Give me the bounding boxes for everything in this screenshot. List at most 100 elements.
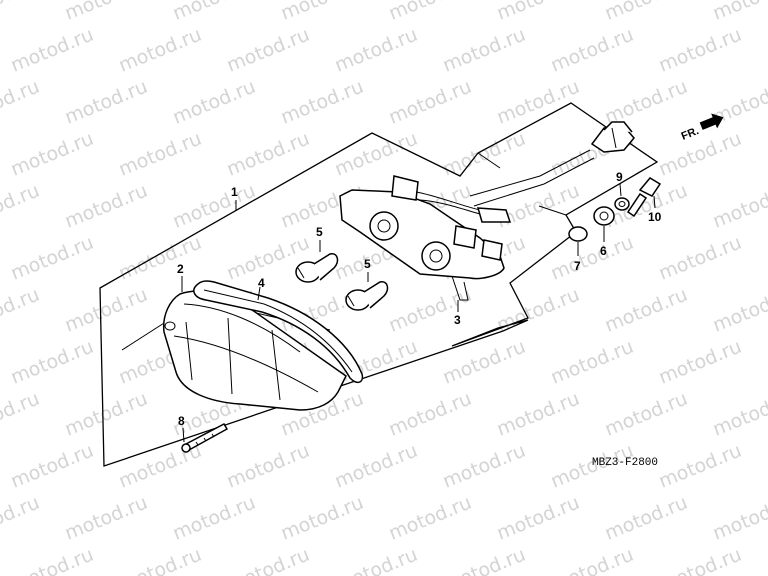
watermark-text: motod.ru bbox=[116, 24, 205, 77]
watermark-text: motod.ru bbox=[764, 232, 768, 285]
leader-8 bbox=[182, 427, 185, 443]
part-washer-9 bbox=[614, 183, 630, 211]
watermark-text: motod.ru bbox=[656, 232, 745, 285]
watermark-text: motod.ru bbox=[8, 544, 97, 576]
watermark-text: motod.ru bbox=[548, 544, 637, 576]
watermark-text: motod.ru bbox=[386, 76, 475, 129]
watermark-text: motod.ru bbox=[8, 24, 97, 77]
watermark-text: motod.ru bbox=[332, 24, 421, 77]
watermark-text: motod.ru bbox=[494, 0, 583, 25]
watermark-text: motod.ru bbox=[386, 388, 475, 441]
watermark-text: motod.ru bbox=[602, 388, 691, 441]
watermark-text: motod.ru bbox=[764, 544, 768, 576]
callout-4: 4 bbox=[258, 276, 265, 290]
part-bulb-upper bbox=[295, 240, 339, 283]
watermark-text: motod.ru bbox=[8, 128, 97, 181]
part-gasket bbox=[193, 280, 364, 384]
part-bolt-10 bbox=[626, 177, 662, 218]
watermark-text: motod.ru bbox=[710, 0, 768, 25]
callout-3: 3 bbox=[454, 313, 461, 327]
watermark-text: motod.ru bbox=[440, 24, 529, 77]
watermark-text: motod.ru bbox=[656, 336, 745, 389]
watermark-text: motod.ru bbox=[332, 544, 421, 576]
watermark-text: motod.ru bbox=[0, 388, 43, 441]
assembly-frame bbox=[99, 102, 659, 467]
watermark-text: motod.ru bbox=[656, 440, 745, 493]
leader-9 bbox=[619, 183, 622, 197]
watermark-text: motod.ru bbox=[440, 544, 529, 576]
front-marker-label: FR. bbox=[680, 125, 701, 143]
callout-2: 2 bbox=[177, 262, 184, 276]
watermark-text: motod.ru bbox=[62, 492, 151, 545]
watermark-text: motod.ru bbox=[116, 128, 205, 181]
callout-5-lower: 5 bbox=[364, 257, 371, 271]
watermark-text: motod.ru bbox=[116, 232, 205, 285]
watermark-text: motod.ru bbox=[548, 232, 637, 285]
watermark-text: motod.ru bbox=[62, 76, 151, 129]
watermark-text: motod.ru bbox=[710, 180, 768, 233]
callout-10: 10 bbox=[648, 210, 662, 224]
callout-5-upper: 5 bbox=[316, 225, 323, 239]
part-grommet-6 bbox=[593, 206, 615, 242]
watermark-text: motod.ru bbox=[62, 284, 151, 337]
watermark-text: motod.ru bbox=[602, 76, 691, 129]
watermark-text: motod.ru bbox=[602, 0, 691, 25]
watermark-text: motod.ru bbox=[8, 336, 97, 389]
part-washer-7 bbox=[568, 226, 588, 256]
watermark-text: motod.ru bbox=[0, 180, 43, 233]
watermark-text: motod.ru bbox=[494, 492, 583, 545]
callout-9: 9 bbox=[616, 170, 623, 184]
reference-line-grommet bbox=[538, 205, 567, 216]
watermark-text: motod.ru bbox=[764, 440, 768, 493]
watermark-text: motod.ru bbox=[116, 544, 205, 576]
watermark-text: motod.ru bbox=[548, 24, 637, 77]
watermark-text: motod.ru bbox=[656, 544, 745, 576]
watermark-text: motod.ru bbox=[764, 336, 768, 389]
watermark-text: motod.ru bbox=[62, 0, 151, 25]
watermark-text: motod.ru bbox=[62, 180, 151, 233]
watermark-text: motod.ru bbox=[170, 180, 259, 233]
watermark-text: motod.ru bbox=[8, 440, 97, 493]
watermark-text: motod.ru bbox=[170, 492, 259, 545]
watermark-text: motod.ru bbox=[278, 0, 367, 25]
part-bulb-lower bbox=[345, 272, 389, 311]
leader-10 bbox=[653, 195, 656, 209]
watermark-text: motod.ru bbox=[278, 76, 367, 129]
watermark-text: motod.ru bbox=[764, 128, 768, 181]
watermark-text: motod.ru bbox=[0, 0, 43, 25]
watermark-text: motod.ru bbox=[8, 232, 97, 285]
callout-8: 8 bbox=[178, 414, 185, 428]
front-arrow-icon bbox=[699, 113, 724, 130]
watermark-text: motod.ru bbox=[494, 388, 583, 441]
diagram-code: MBZ3-F2800 bbox=[592, 457, 658, 469]
callout-1: 1 bbox=[231, 185, 238, 199]
watermark-text: motod.ru bbox=[710, 284, 768, 337]
watermark-text: motod.ru bbox=[548, 336, 637, 389]
watermark-text: motod.ru bbox=[278, 492, 367, 545]
watermark-text: motod.ru bbox=[710, 492, 768, 545]
part-socket-housing bbox=[339, 121, 635, 312]
watermark-text: motod.ru bbox=[440, 440, 529, 493]
watermark-text: motod.ru bbox=[0, 76, 43, 129]
reference-line-upper bbox=[477, 152, 501, 169]
watermark-text: motod.ru bbox=[224, 128, 313, 181]
part-screw bbox=[181, 423, 229, 453]
watermark-text: motod.ru bbox=[386, 492, 475, 545]
watermark-text: motod.ru bbox=[170, 0, 259, 25]
watermark-text: motod.ru bbox=[656, 24, 745, 77]
watermark-text: motod.ru bbox=[224, 24, 313, 77]
watermark-text: motod.ru bbox=[0, 284, 43, 337]
callout-7: 7 bbox=[574, 259, 581, 273]
watermark-text: motod.ru bbox=[224, 440, 313, 493]
watermark-text: motod.ru bbox=[764, 24, 768, 77]
watermark-text: motod.ru bbox=[440, 336, 529, 389]
watermark-text: motod.ru bbox=[386, 284, 475, 337]
watermark-text: motod.ru bbox=[224, 544, 313, 576]
watermark-text: motod.ru bbox=[710, 388, 768, 441]
watermark-text: motod.ru bbox=[170, 76, 259, 129]
watermark-text: motod.ru bbox=[494, 180, 583, 233]
watermark-text: motod.ru bbox=[602, 492, 691, 545]
watermark-text: motod.ru bbox=[0, 492, 43, 545]
